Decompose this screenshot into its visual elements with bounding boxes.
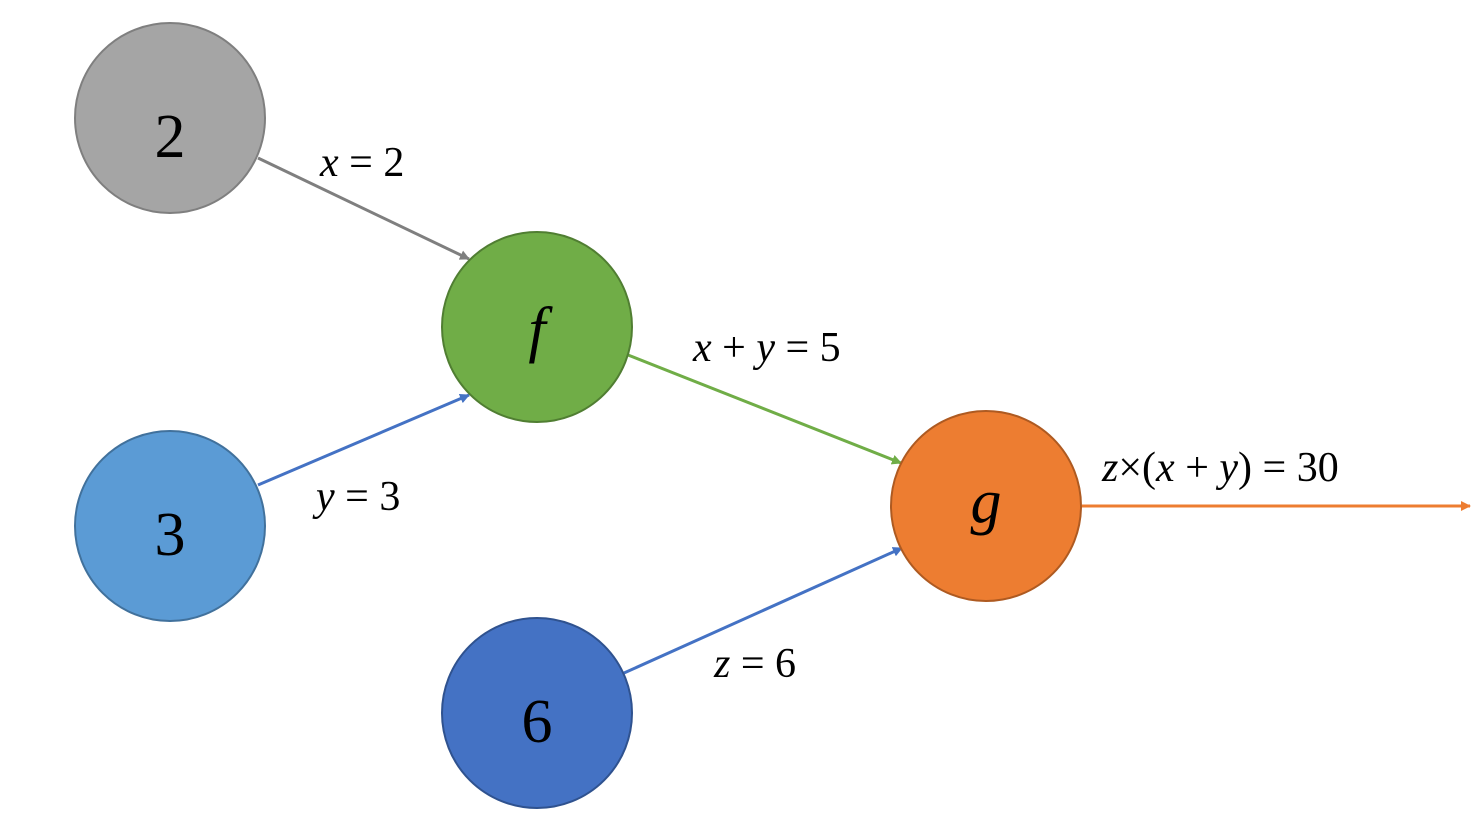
edge-label-x-plus-y: x + y = 5 (692, 325, 841, 371)
edge-z-to-g (623, 546, 903, 675)
node-func-f: f (441, 231, 633, 423)
node-func-g-label: g (971, 468, 1002, 536)
edge-label-output: z×(x + y) = 30 (1101, 445, 1339, 491)
node-input-x-label: 2 (155, 103, 186, 171)
node-input-z-label: 6 (522, 688, 553, 756)
edge-label-y: y = 3 (312, 474, 400, 520)
edge-label-x: x = 2 (319, 140, 404, 186)
edge-f-to-g (627, 353, 902, 465)
node-input-z: 6 (441, 617, 633, 809)
node-input-y-label: 3 (155, 501, 186, 569)
node-input-x: 2 (74, 22, 266, 214)
edge-y-to-f (257, 393, 470, 487)
edge-x-to-f (257, 156, 470, 261)
node-input-y: 3 (74, 430, 266, 622)
node-func-g: g (890, 410, 1082, 602)
edge-label-z: z = 6 (713, 641, 796, 687)
